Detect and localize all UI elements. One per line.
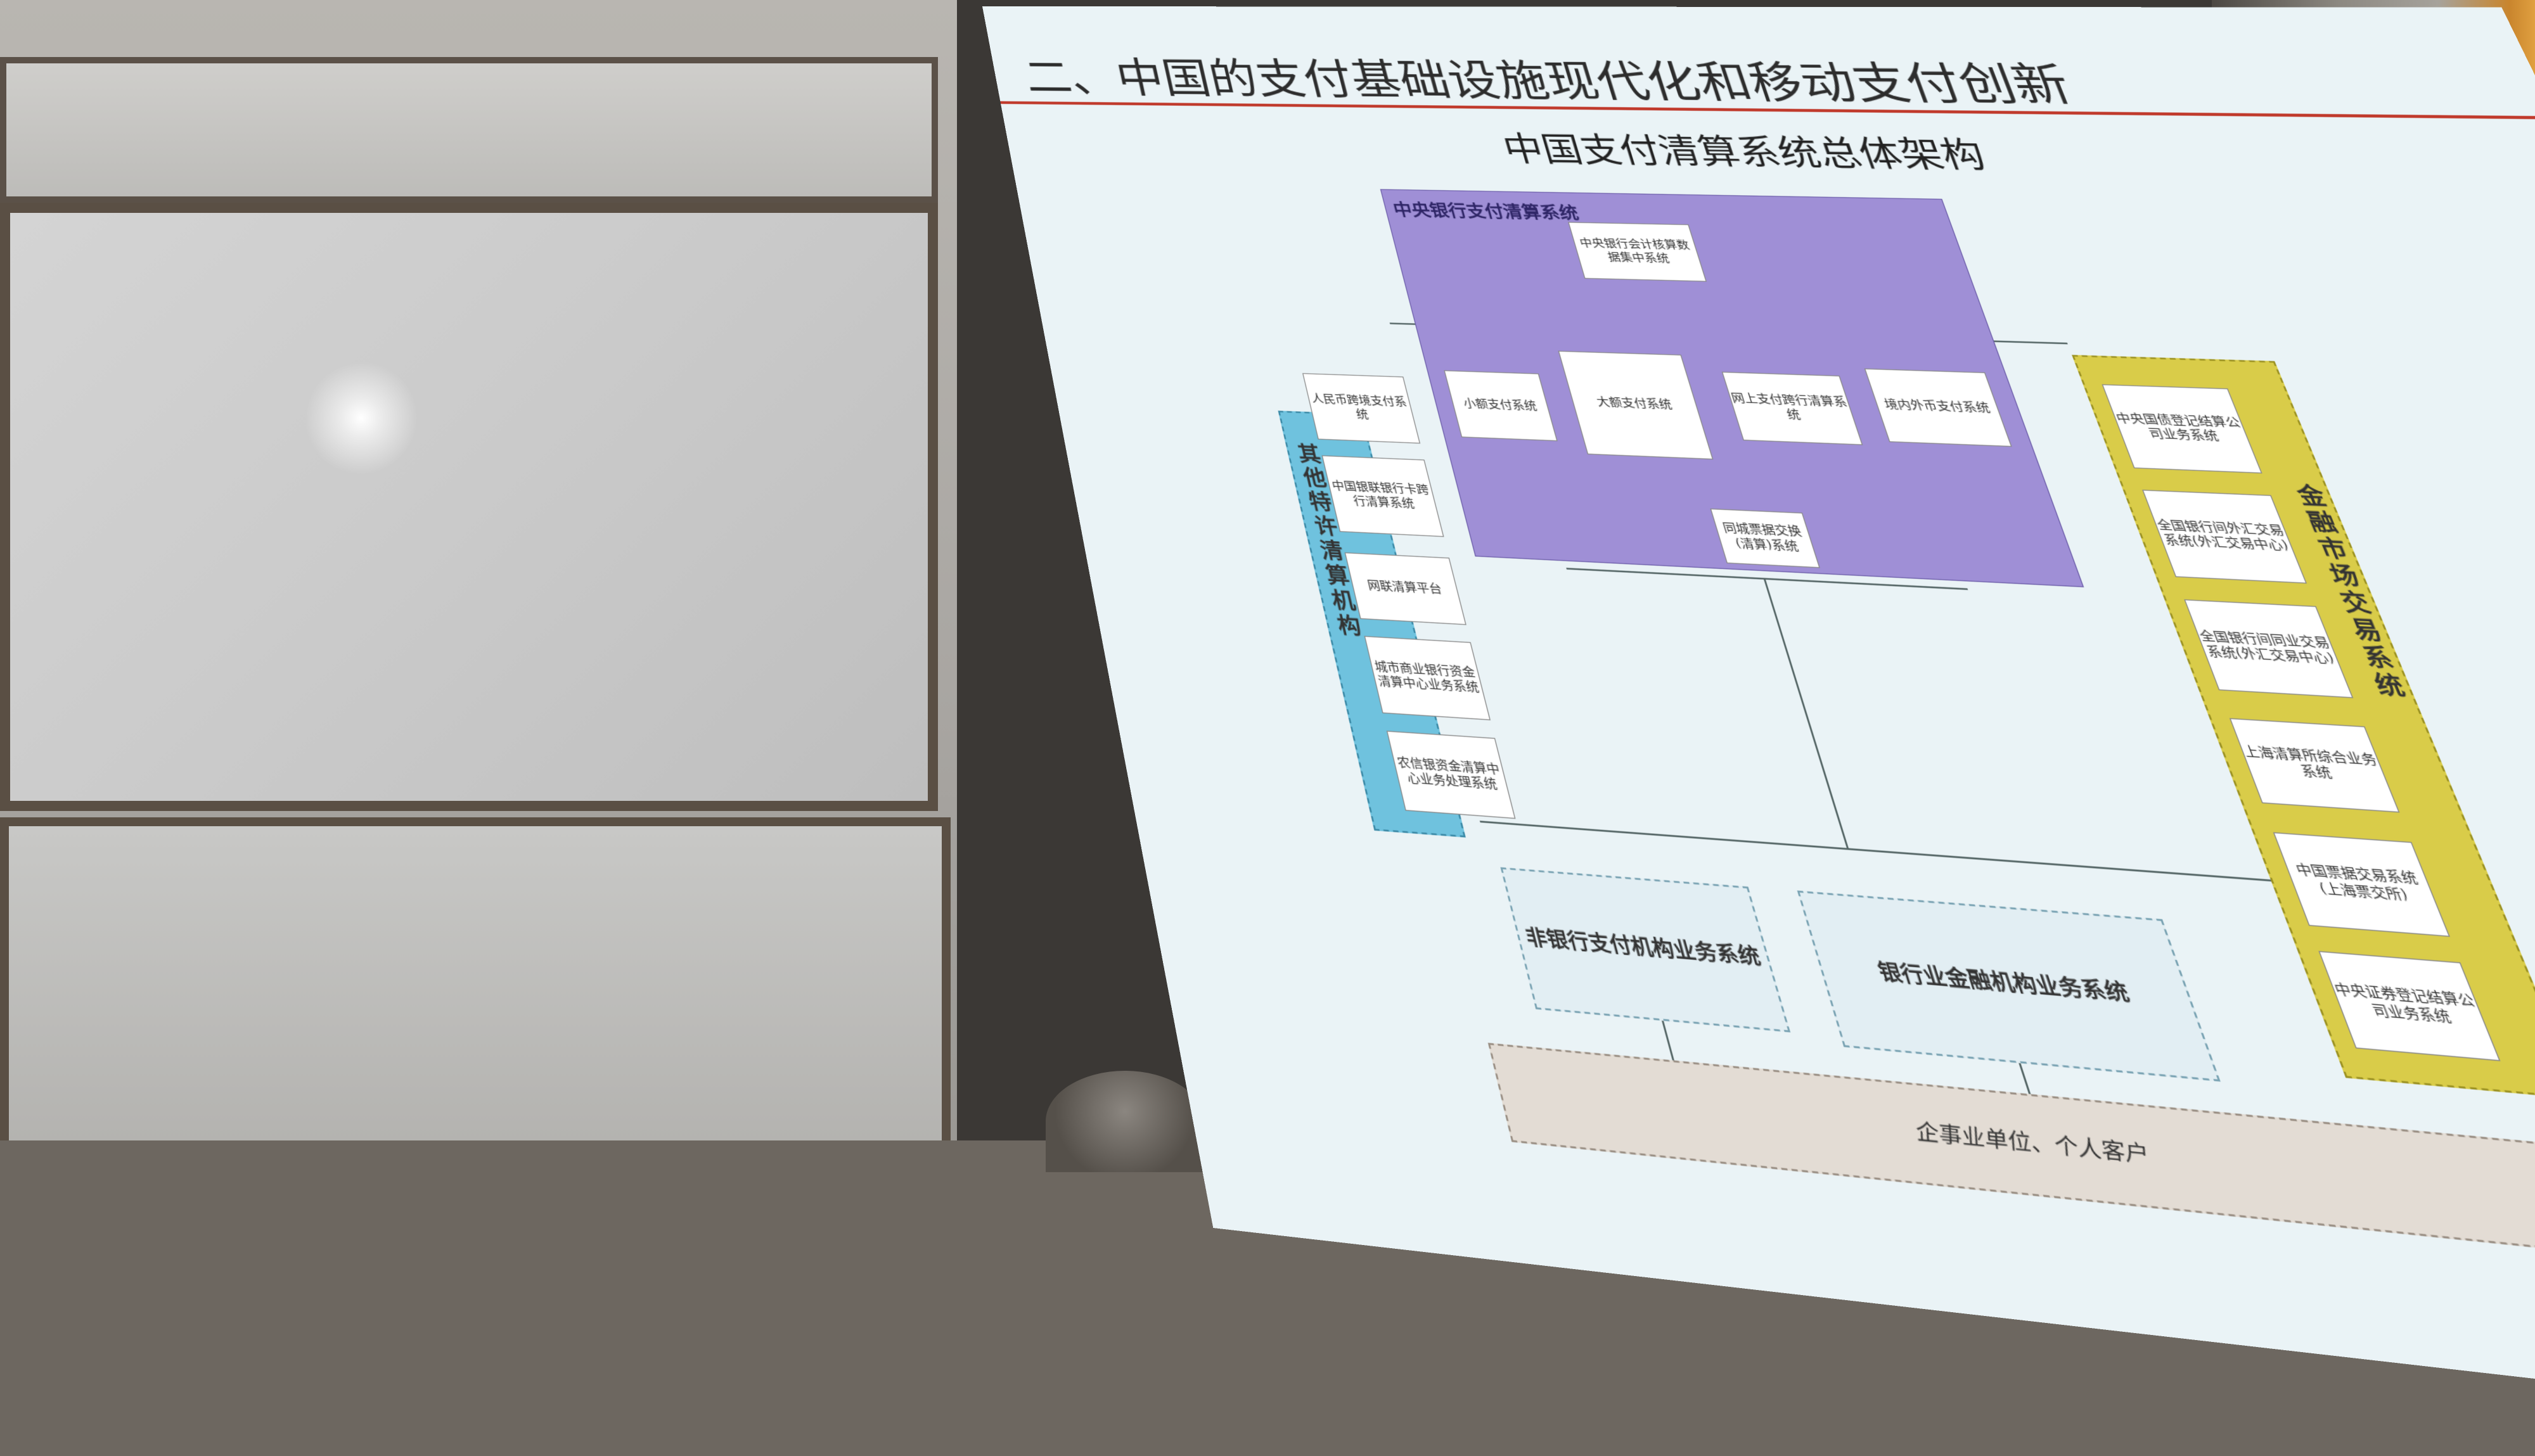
projected-slide: 二、中国的支付基础设施现代化和移动支付创新 中国支付清算系统总体架构 中央银行支… bbox=[982, 6, 2535, 1456]
nonbank-payment-systems: 非银行支付机构业务系统 bbox=[1500, 867, 1790, 1033]
connector-line bbox=[1662, 1021, 1674, 1061]
central-box: 网上支付跨行清算系统 bbox=[1722, 372, 1863, 445]
whiteboard bbox=[0, 203, 938, 811]
upper-whiteboard bbox=[0, 57, 938, 203]
other-box: 人民币跨境支付系统 bbox=[1302, 373, 1420, 444]
light-glare bbox=[304, 361, 418, 475]
other-box: 农信银资金清算中心业务处理系统 bbox=[1387, 731, 1516, 819]
connector-line bbox=[1763, 578, 1849, 848]
central-box: 小额支付系统 bbox=[1444, 370, 1557, 441]
central-bank-label: 中央银行支付清算系统 bbox=[1390, 196, 1581, 224]
central-box: 同城票据交换(清算)系统 bbox=[1710, 509, 1819, 568]
person-head bbox=[1046, 1071, 1204, 1172]
connector-line bbox=[1992, 340, 2068, 344]
connector-line bbox=[1480, 821, 2271, 881]
other-box: 网联清算平台 bbox=[1345, 552, 1466, 625]
bank-business-systems: 银行业金融机构业务系统 bbox=[1797, 890, 2221, 1082]
central-box: 中央银行会计核算数据集中系统 bbox=[1568, 222, 1707, 281]
lower-whiteboard bbox=[0, 817, 951, 1140]
connector-line bbox=[1390, 322, 1415, 325]
other-box: 城市商业银行资金清算中心业务系统 bbox=[1364, 636, 1491, 720]
other-box: 中国银联银行卡跨行清算系统 bbox=[1322, 456, 1444, 537]
diagram-title: 中国支付清算系统总体架构 bbox=[1003, 117, 2535, 186]
